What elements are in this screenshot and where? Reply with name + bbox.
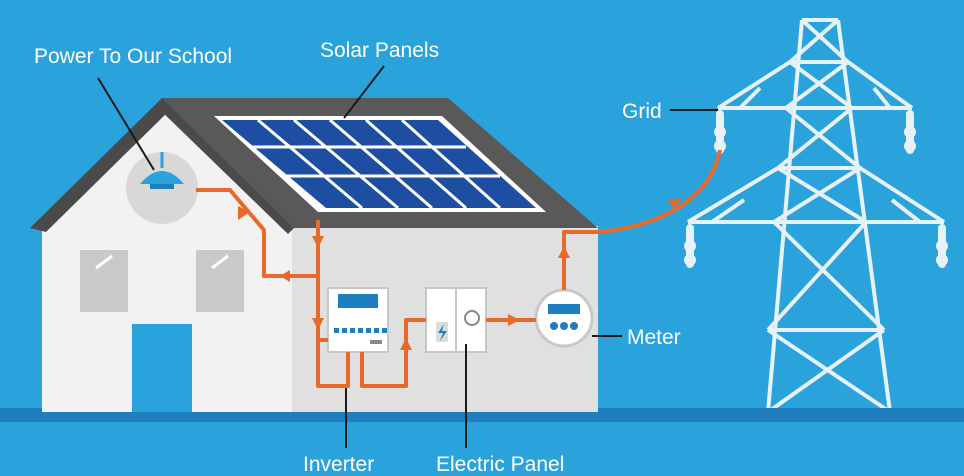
roof-gable-edge [156,98,294,234]
door [132,324,192,412]
label-power-to-our-school: Power To Our School [34,45,232,68]
electric-panel [425,287,487,353]
transmission-tower [686,18,946,414]
roof-edge [30,98,172,232]
lamp [126,152,198,224]
inverter [327,287,389,353]
label-inverter: Inverter [303,453,374,476]
leader-lines [97,65,718,448]
label-solar-panels: Solar Panels [320,39,439,62]
label-electric-panel: Electric Panel [436,453,564,476]
label-grid: Grid [622,100,662,123]
windows [80,250,244,312]
label-meter: Meter [627,326,681,349]
wire-arrows [238,198,682,350]
house-gable-wall [42,108,292,412]
meter [534,288,594,348]
insulators [684,110,948,268]
solar-panel-array [214,116,546,212]
